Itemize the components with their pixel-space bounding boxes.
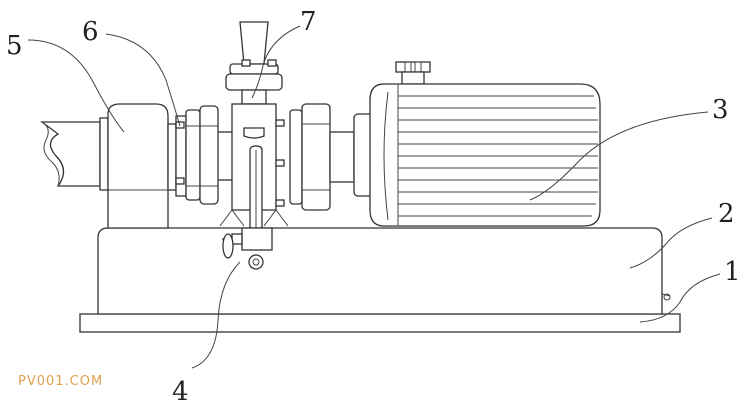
valve-assembly xyxy=(219,21,289,229)
callout-3: 3 xyxy=(712,95,729,125)
callout-7: 7 xyxy=(300,7,317,37)
base-plate xyxy=(79,313,681,333)
callout-2: 2 xyxy=(718,199,735,229)
handwheel-fitting xyxy=(222,227,273,270)
bearing-housing xyxy=(289,103,377,211)
base-frame xyxy=(97,227,671,315)
coupling-flange xyxy=(175,105,219,205)
electric-motor xyxy=(369,61,601,227)
inlet-pipe xyxy=(40,121,101,187)
leader-lines xyxy=(27,25,721,369)
callout-4: 4 xyxy=(172,377,189,407)
pump-casing xyxy=(99,103,187,229)
callout-6: 6 xyxy=(82,17,99,47)
callout-5: 5 xyxy=(6,31,23,61)
watermark: PV001.COM xyxy=(18,374,104,389)
shaft xyxy=(218,131,232,181)
callout-1: 1 xyxy=(724,257,741,287)
